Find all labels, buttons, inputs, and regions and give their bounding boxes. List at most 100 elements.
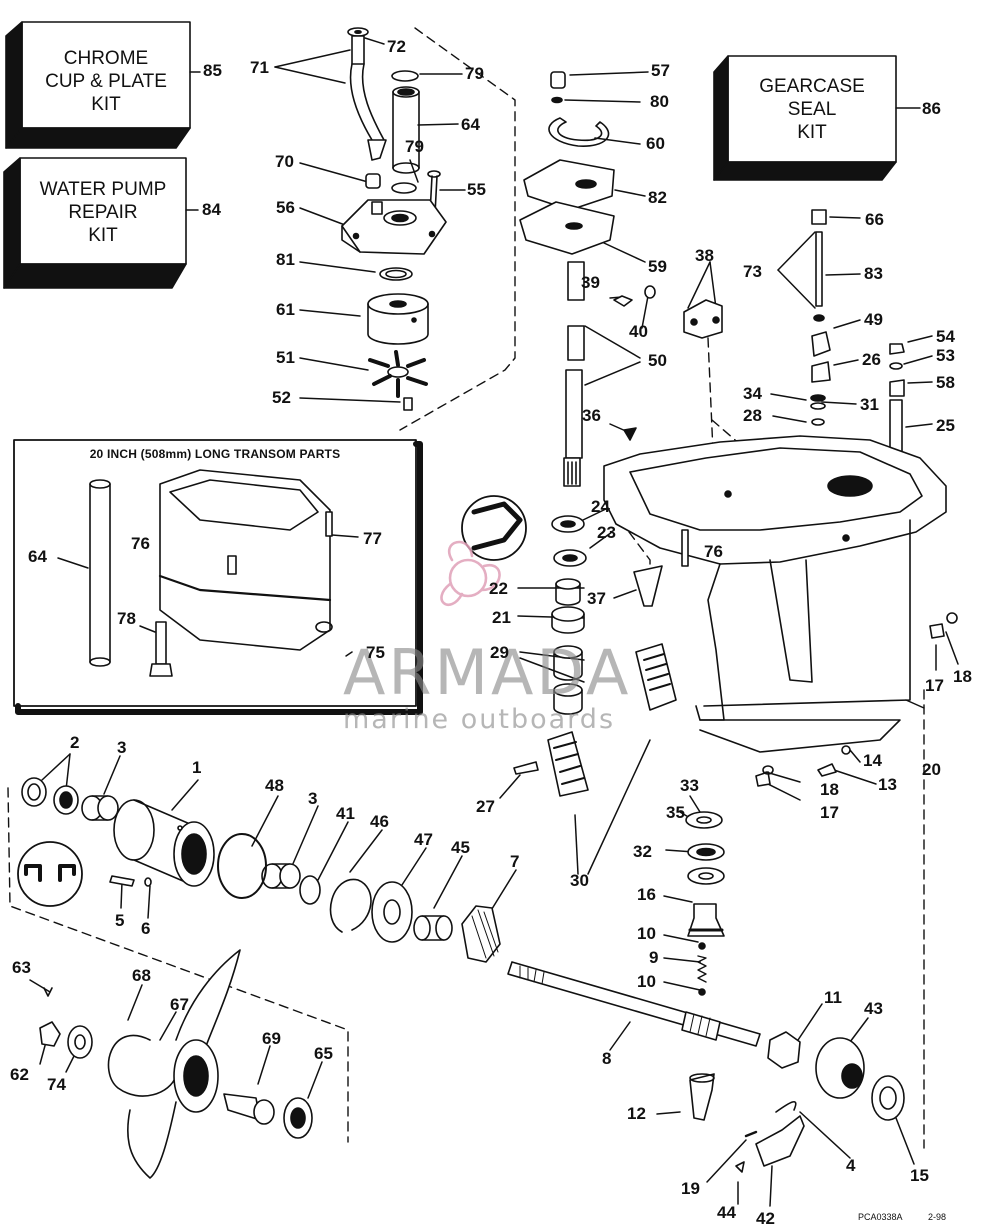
part-5-screw	[109, 875, 135, 887]
ref-label: 37	[587, 589, 606, 608]
ref-label: 16	[637, 885, 656, 904]
ref-label: 65	[314, 1044, 333, 1063]
inset-exhaust-housing	[158, 469, 333, 651]
ref-label: 32	[633, 842, 652, 861]
ref-label: 33	[680, 776, 699, 795]
ref-label: 2	[70, 733, 80, 752]
ref-label: 77	[363, 529, 382, 548]
ref-label: 53	[936, 346, 955, 365]
ref-label: 5	[115, 911, 125, 930]
ref-label: 81	[276, 250, 295, 269]
ref-label: 73	[743, 262, 762, 281]
part-71-water-tube	[349, 35, 387, 161]
ref-label: 13	[878, 775, 897, 794]
part-45-bushing	[413, 915, 453, 941]
ref-label: 3	[308, 789, 318, 808]
ref-label: 58	[936, 373, 955, 392]
part-23-bearing	[553, 549, 587, 567]
part-26-nut	[811, 361, 831, 383]
kit-box-chrome-graphic	[5, 21, 191, 149]
part-68-propeller	[107, 949, 241, 1179]
part-40-washer	[644, 285, 656, 299]
ref-label: 66	[865, 210, 884, 229]
ref-label: 34	[743, 384, 762, 403]
ref-label: 60	[646, 134, 665, 153]
part-81-seal	[379, 267, 413, 281]
gearcase-housing	[603, 435, 947, 753]
ref-label: 20	[922, 760, 941, 779]
ref-label: 45	[451, 838, 470, 857]
ref-label: 11	[824, 988, 842, 1007]
ref-label: 3	[117, 738, 127, 757]
part-80-oring	[551, 96, 563, 104]
ref-label: 56	[276, 198, 295, 217]
ref-label: 28	[743, 406, 762, 425]
kit-box-waterpump-graphic	[3, 157, 187, 289]
leader-lines	[29, 37, 959, 1207]
part-1-bearing-housing	[113, 799, 215, 887]
part-44-pin	[735, 1161, 745, 1173]
ref-label: 15	[910, 1166, 929, 1185]
ref-label: 62	[10, 1065, 29, 1084]
ref-label: 10	[637, 972, 656, 991]
part-60-gasket-ring	[548, 117, 610, 147]
part-74-washer	[67, 1025, 93, 1059]
ref-label: 38	[695, 246, 714, 265]
part-64-water-tube	[392, 86, 420, 174]
part-39-bolt	[613, 295, 633, 307]
inset-part-64-tube	[89, 479, 111, 667]
ref-label: 24	[591, 497, 610, 516]
part-3-bearing	[81, 795, 301, 889]
part-16-pinion-gear	[687, 903, 725, 937]
ref-label: 47	[414, 830, 433, 849]
ref-label: 75	[366, 643, 385, 662]
part-4-cradle	[775, 1101, 797, 1113]
bearing-detail-circle	[461, 495, 527, 561]
watermark-title: ARMADA	[343, 636, 632, 709]
ref-label: 22	[489, 579, 508, 598]
kit-box-gearcase: GEARCASE SEAL KIT	[728, 56, 896, 162]
ref-label: 10	[637, 924, 656, 943]
part-19-pin	[744, 1130, 758, 1138]
part-63-cotter-pin	[43, 987, 53, 997]
part-18-washer	[762, 612, 958, 775]
watermark-subtitle: marine outboards	[343, 704, 616, 735]
ref-label: 72	[387, 37, 406, 56]
part-28-washer	[811, 418, 825, 426]
ref-label: 84	[202, 200, 221, 219]
kit-label-gearcase-text: GEARCASE SEAL KIT	[759, 76, 865, 143]
part-35-bearing	[687, 843, 725, 861]
part-59-gasket	[519, 201, 615, 255]
ref-label: 48	[265, 776, 284, 795]
ref-label: 41	[336, 804, 355, 823]
part-70-grommet	[365, 173, 381, 189]
ref-label: 17	[820, 803, 839, 822]
inset-part-76-screw	[227, 555, 237, 575]
part-58-spacer	[889, 379, 905, 397]
part-9-spring	[697, 955, 707, 983]
ref-label: 17	[925, 676, 944, 695]
ref-label: 80	[650, 92, 669, 111]
ref-label: 59	[648, 257, 667, 276]
kit-box-chrome: CHROME CUP & PLATE KIT	[22, 22, 190, 128]
ref-label: 36	[582, 406, 601, 425]
ref-label: 57	[651, 61, 670, 80]
part-69-thrust-hub	[223, 1093, 275, 1125]
part-2-seals	[21, 777, 79, 815]
part-61-impeller-cup	[367, 293, 429, 345]
part-38-bracket	[683, 299, 723, 339]
ref-label: 12	[627, 1104, 646, 1123]
watermark-logo-icon	[440, 540, 501, 607]
ref-label: 64	[28, 547, 47, 566]
part-12-shift-yoke	[689, 1073, 715, 1121]
part-43-reverse-gear	[815, 1037, 865, 1099]
ref-label: 44	[717, 1203, 736, 1222]
ref-label: 71	[250, 58, 269, 77]
ref-label: 52	[272, 388, 291, 407]
ref-label: 25	[936, 416, 955, 435]
ref-label: 4	[846, 1156, 856, 1175]
part-50-driveshaft	[563, 261, 585, 487]
ref-label: 85	[203, 61, 222, 80]
part-11-clutch-dog	[767, 1031, 801, 1069]
